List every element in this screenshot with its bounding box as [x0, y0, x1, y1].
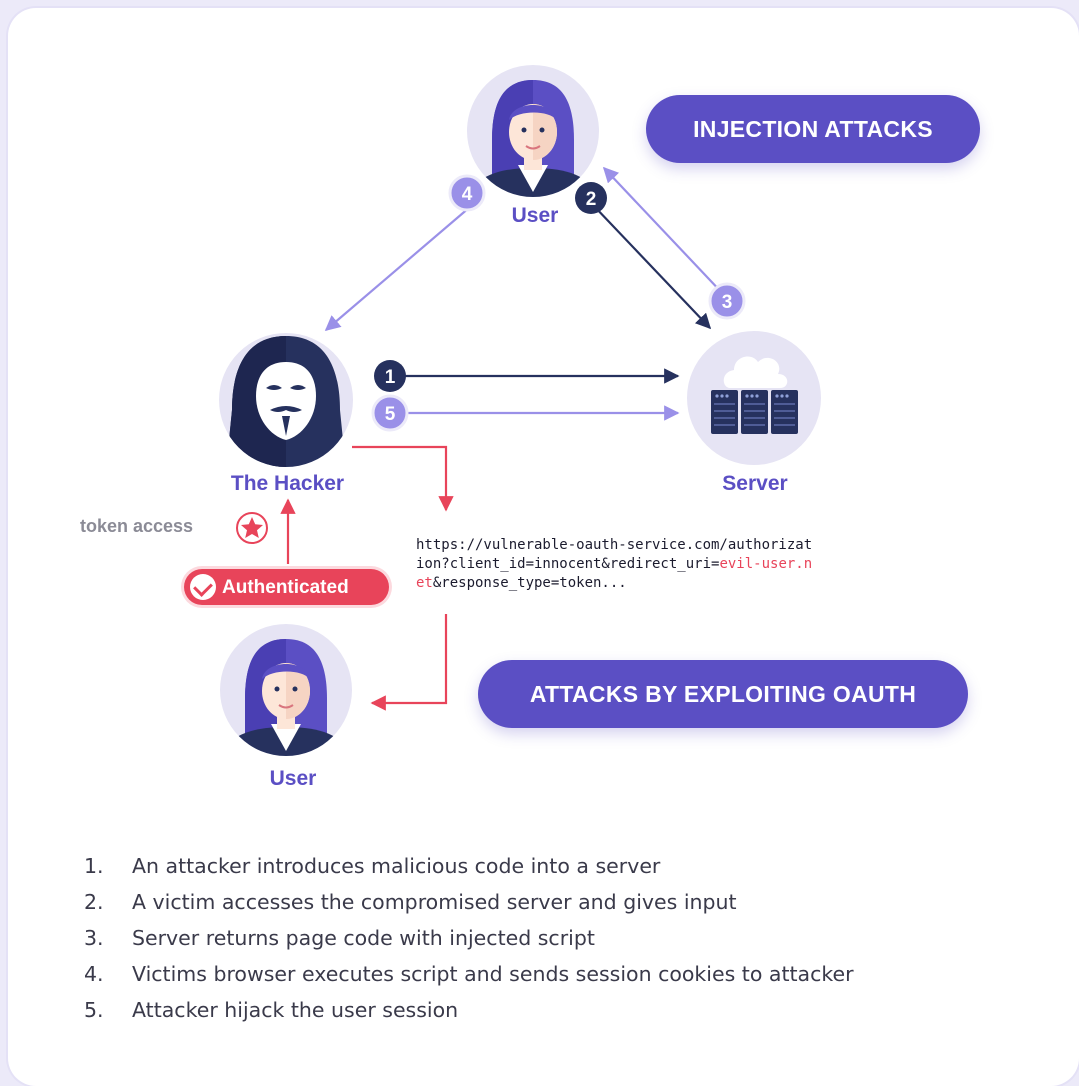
star-icon [236, 512, 268, 544]
server-label: Server [722, 472, 788, 495]
url-prefix: https://vulnerable-oauth-service.com/aut… [416, 537, 813, 572]
arrow-hacker-to-url [352, 445, 454, 512]
step-marker-3: 3 [708, 282, 746, 320]
step-text: An attacker introduces malicious code in… [132, 854, 661, 878]
malicious-url: https://vulnerable-oauth-service.com/aut… [416, 536, 816, 593]
authenticated-label: Authenticated [222, 577, 349, 598]
step-marker-2: 2 [575, 182, 607, 214]
step-number: 5. [84, 998, 104, 1022]
list-item: 3. Server returns page code with injected… [84, 920, 854, 956]
step-number: 1. [84, 854, 104, 878]
step-text: Server returns page code with injected s… [132, 926, 595, 950]
arrow-url-to-user [370, 614, 448, 711]
step-number: 4. [84, 962, 104, 986]
user-top-avatar [467, 65, 599, 197]
svg-text:4: 4 [462, 184, 473, 205]
svg-text:2: 2 [586, 189, 597, 210]
authenticated-badge: Authenticated [184, 569, 389, 605]
arrow-step-3 [602, 166, 726, 297]
url-suffix: &response_type=token... [432, 575, 627, 591]
list-item: 1. An attacker introduces malicious code … [84, 848, 854, 884]
step-text: Attacker hijack the user session [132, 998, 459, 1022]
svg-text:5: 5 [385, 404, 396, 425]
hacker-avatar [219, 333, 353, 467]
step-marker-5: 5 [371, 394, 409, 432]
step-marker-4: 4 [448, 174, 486, 212]
svg-text:3: 3 [722, 292, 733, 313]
step-text: A victim accesses the compromised server… [132, 890, 737, 914]
list-item: 2. A victim accesses the compromised serv… [84, 884, 854, 920]
list-item: 4. Victims browser executes script and se… [84, 956, 854, 992]
injection-attacks-title: INJECTION ATTACKS [646, 95, 980, 163]
arrow-step-2 [592, 204, 712, 330]
user-bottom-label: User [269, 767, 317, 790]
user-bottom-avatar [220, 624, 352, 756]
arrow-step-4 [324, 206, 471, 332]
user-top-label: User [511, 204, 559, 227]
check-icon [190, 574, 216, 600]
step-marker-1: 1 [374, 360, 406, 392]
hacker-label: The Hacker [230, 472, 345, 495]
token-access-label: token access [80, 516, 194, 536]
url-evil-domain: evil-user.net [416, 556, 813, 591]
step-number: 2. [84, 890, 104, 914]
svg-text:1: 1 [385, 367, 396, 388]
step-number: 3. [84, 926, 104, 950]
list-item: 5. Attacker hijack the user session [84, 992, 854, 1028]
steps-list: 1. An attacker introduces malicious code … [84, 848, 854, 1028]
step-text: Victims browser executes script and send… [132, 962, 854, 986]
server-icon [687, 331, 821, 465]
oauth-attacks-title: ATTACKS BY EXPLOITING OAUTH [478, 660, 968, 728]
